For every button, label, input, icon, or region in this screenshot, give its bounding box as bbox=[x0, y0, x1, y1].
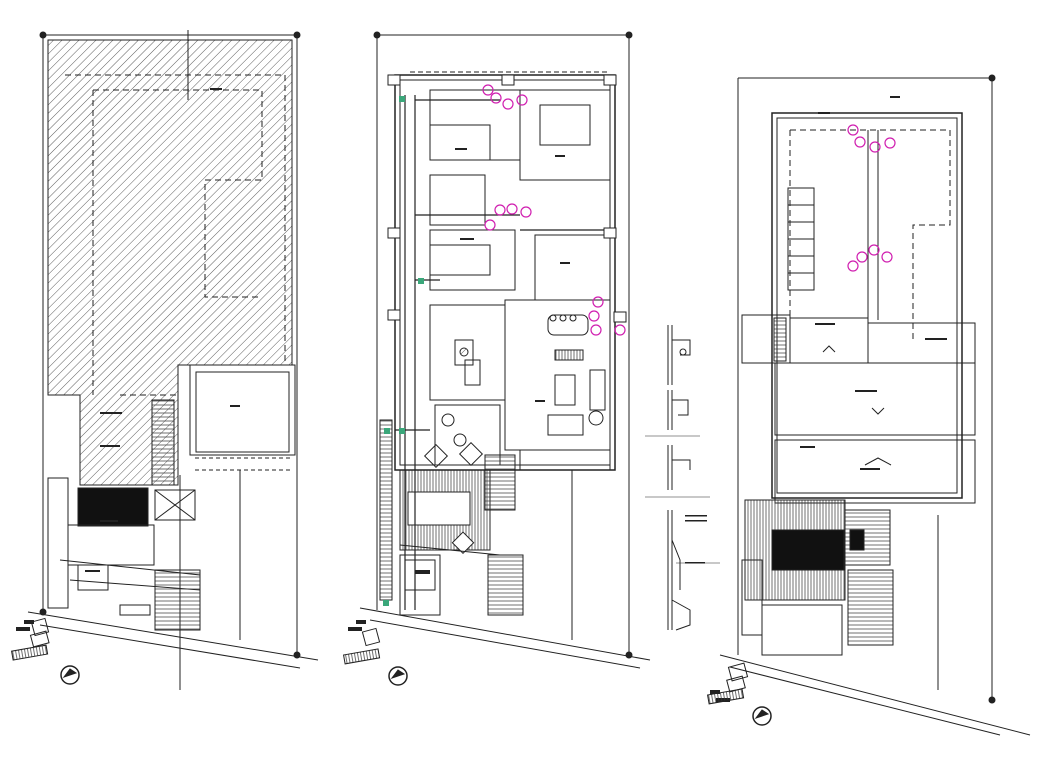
panel-array bbox=[787, 187, 815, 291]
sheet-upper-floor-plan bbox=[706, 74, 1031, 736]
north-arrow-icon bbox=[60, 665, 80, 685]
detail-4 bbox=[667, 510, 720, 631]
north-arrow-icon bbox=[388, 666, 408, 686]
fixture-group-upper bbox=[847, 124, 896, 272]
sheet-roof-plan bbox=[10, 30, 319, 690]
detail-2 bbox=[645, 390, 700, 437]
valve-icon bbox=[383, 96, 424, 606]
construction-details bbox=[645, 325, 720, 631]
north-arrow-icon bbox=[752, 706, 772, 726]
sheet-ground-floor-plan bbox=[342, 31, 651, 686]
pool bbox=[77, 487, 149, 527]
street-line bbox=[27, 611, 319, 661]
detail-1 bbox=[667, 325, 691, 385]
detail-3 bbox=[645, 445, 710, 498]
fixture-group-ground bbox=[482, 84, 626, 336]
pool bbox=[771, 529, 845, 571]
roof-area bbox=[47, 39, 293, 486]
